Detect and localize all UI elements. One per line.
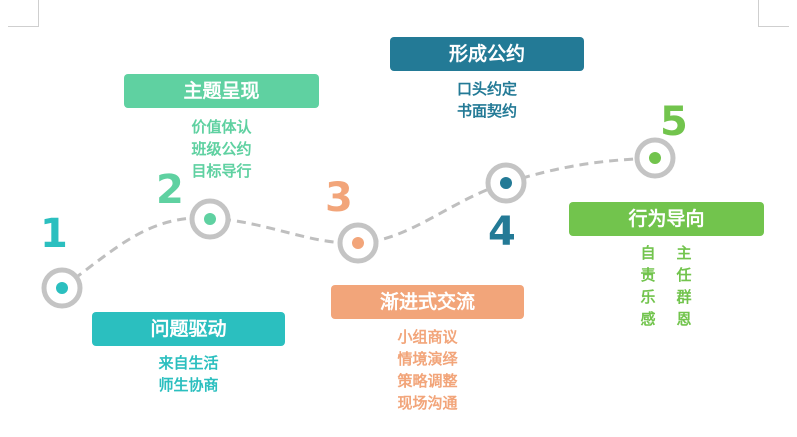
- node-5: [634, 137, 676, 179]
- step-title-5: 行为导向: [569, 202, 764, 236]
- step-item: 班级公约: [191, 140, 252, 158]
- step-item: 价值体认: [191, 118, 252, 136]
- step-number-1: 1: [40, 211, 68, 257]
- step-number-3: 3: [325, 175, 353, 221]
- step-item: 策略调整: [397, 372, 458, 390]
- step-item: 情境演绎: [397, 350, 458, 368]
- step-items-3: 小组商议 情境演绎 策略调整 现场沟通: [331, 326, 524, 414]
- step-number-4: 4: [488, 209, 516, 255]
- step-item: 任: [676, 266, 692, 284]
- step-item: 恩: [676, 310, 692, 328]
- step-item: 书面契约: [456, 102, 517, 120]
- step-title-2: 主题呈现: [124, 74, 319, 108]
- step-item: 责: [640, 266, 656, 284]
- step-title-4: 形成公约: [390, 37, 584, 71]
- step-number-2: 2: [156, 167, 184, 213]
- node-dot-2: [204, 213, 216, 225]
- step-item: 主: [676, 244, 692, 262]
- step-items-5: 自 主 责 任 乐 群 感 恩: [634, 242, 698, 330]
- step-item: 口头约定: [456, 80, 517, 98]
- step-title-1: 问题驱动: [92, 312, 285, 346]
- step-items-4: 口头约定 书面契约: [390, 78, 584, 122]
- node-dot-4: [500, 177, 512, 189]
- step-item: 小组商议: [397, 328, 458, 346]
- step-number-5: 5: [660, 99, 688, 145]
- node-dot-5: [649, 152, 661, 164]
- node-1: [41, 267, 83, 309]
- step-item: 感: [640, 310, 656, 328]
- step-item: 群: [676, 288, 692, 306]
- step-item: 来自生活: [158, 354, 219, 372]
- step-item: 师生协商: [158, 376, 219, 394]
- step-item: 乐: [640, 288, 656, 306]
- node-2: [189, 198, 231, 240]
- node-4: [485, 162, 527, 204]
- step-item: 现场沟通: [397, 394, 458, 412]
- node-dot-1: [56, 282, 68, 294]
- corner-mark-top-right: [758, 0, 789, 27]
- node-dot-3: [352, 237, 364, 249]
- step-item: 目标导行: [191, 162, 252, 180]
- step-item: 自: [640, 244, 656, 262]
- corner-mark-top-left: [8, 0, 39, 27]
- node-3: [337, 222, 379, 264]
- step-title-3: 渐进式交流: [331, 285, 524, 319]
- step-items-2: 价值体认 班级公约 目标导行: [124, 116, 319, 182]
- step-items-1: 来自生活 师生协商: [92, 352, 285, 396]
